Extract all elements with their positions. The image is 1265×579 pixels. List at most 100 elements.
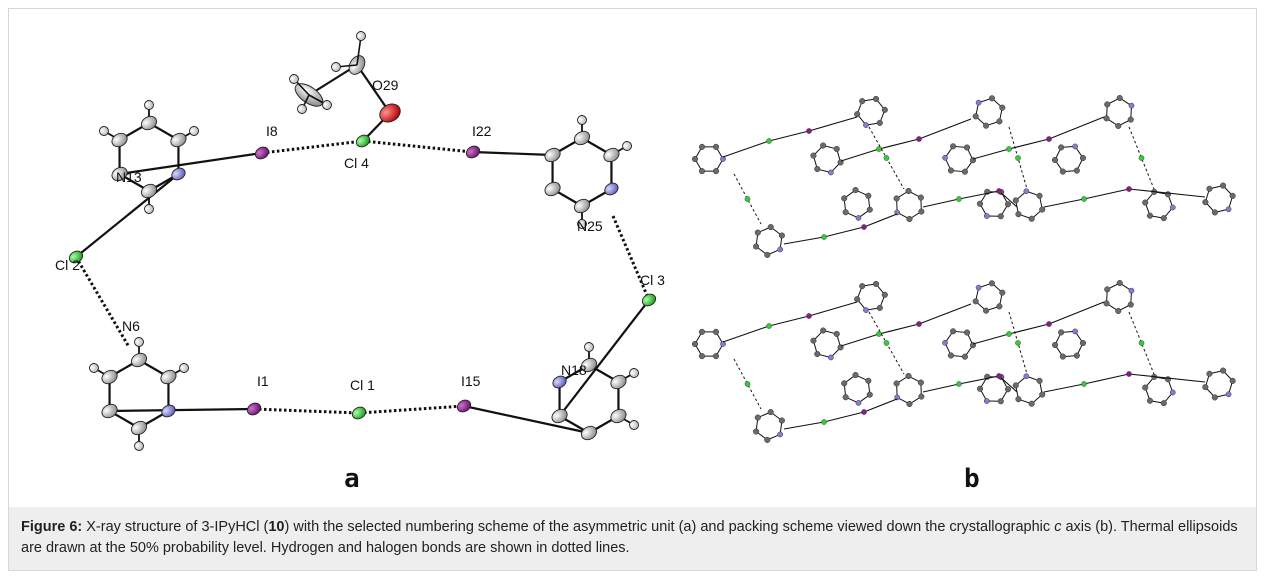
atom-cl (821, 419, 827, 425)
bond (1043, 198, 1085, 208)
atom-c (1104, 286, 1111, 293)
atom-c (854, 296, 861, 303)
dotted-bond (261, 139, 364, 155)
atom-c (906, 400, 913, 408)
atom-i (1046, 321, 1052, 327)
atom-c (833, 145, 840, 152)
atom-i (254, 146, 270, 160)
atom-c (1160, 215, 1167, 222)
bond (1043, 383, 1085, 393)
atom-c (1116, 94, 1123, 102)
atom-h (577, 219, 587, 229)
atom-i (916, 136, 922, 142)
atom-n (863, 122, 869, 128)
atom-c (950, 143, 957, 150)
bond (823, 226, 865, 238)
atom-c (1142, 199, 1149, 206)
atom-h (356, 31, 366, 41)
atom-h (629, 368, 639, 378)
atom-c (698, 328, 706, 335)
atom-c (1051, 156, 1059, 164)
bond (1083, 373, 1130, 385)
atom-cl (1015, 340, 1021, 346)
atom-c (544, 147, 561, 163)
atom-c (1220, 367, 1227, 374)
atom-i (916, 321, 922, 327)
dotted-bond (611, 215, 651, 301)
atom-n (1225, 206, 1232, 213)
atom-h (144, 100, 154, 110)
atom-c (767, 409, 774, 416)
atom-c (917, 379, 924, 386)
atom-c (610, 374, 627, 390)
atom-h (99, 126, 109, 136)
atom-c (997, 213, 1004, 220)
atom-c (1028, 215, 1035, 222)
dotted-bond (1128, 311, 1155, 375)
atom-c (1103, 115, 1110, 122)
label-N13: N13 (116, 169, 142, 185)
atom-c (917, 194, 924, 201)
bond (109, 407, 255, 413)
atom-c (1058, 144, 1065, 151)
bond (958, 190, 1000, 200)
atom-cl (351, 406, 367, 420)
bond (958, 375, 1000, 385)
atom-c (906, 215, 913, 223)
bond (1128, 188, 1206, 198)
atom-c (753, 428, 760, 435)
atom-c (972, 113, 979, 120)
bond (1083, 188, 1130, 200)
dotted-bond (362, 139, 474, 154)
atom-c (988, 95, 995, 102)
atom-c (810, 337, 817, 344)
atom-c (1116, 279, 1123, 287)
atom-c (1206, 370, 1213, 377)
atom-n (1023, 188, 1030, 195)
atom-c (1127, 116, 1134, 123)
atom-c (983, 307, 990, 314)
bond (878, 323, 920, 335)
bond (1128, 373, 1206, 383)
atom-n (975, 284, 982, 291)
atom-c (1073, 167, 1080, 174)
atom-c (976, 200, 984, 207)
atom-c (905, 372, 912, 380)
atom-c (841, 195, 848, 202)
bond (1008, 323, 1050, 335)
atom-i (996, 373, 1002, 379)
atom-c (872, 95, 880, 102)
atom-n (1072, 328, 1078, 335)
atom-c (101, 403, 118, 419)
atom-c (111, 132, 128, 148)
atom-c (1146, 212, 1154, 219)
atom-c (1015, 396, 1022, 403)
atom-c (976, 385, 984, 392)
bond (75, 173, 180, 258)
atom-c (1036, 192, 1043, 199)
atom-c (573, 198, 591, 214)
atom-c (820, 327, 827, 334)
figure-image: I8 Cl 4 O29 I22 N13 Cl 2 N25 Cl 3 N6 N18… (9, 9, 1256, 507)
bond (558, 299, 650, 417)
atom-c (1229, 192, 1236, 199)
atom-n (855, 215, 862, 221)
atom-cl (1006, 331, 1012, 337)
bond (840, 148, 880, 162)
atom-i (996, 188, 1002, 194)
atom-c (160, 369, 177, 385)
atom-n (855, 400, 862, 406)
atom-cl (641, 293, 657, 307)
bond (808, 116, 858, 132)
atom-n (1023, 373, 1030, 380)
atom-c (1211, 209, 1218, 216)
atom-c (814, 351, 821, 358)
atom-labels-layer: I8 Cl 4 O29 I22 N13 Cl 2 N25 Cl 3 N6 N18… (55, 77, 665, 393)
atom-cl (766, 138, 772, 144)
bond (1008, 138, 1050, 150)
atom-c (764, 251, 771, 258)
atom-c (961, 353, 968, 360)
atom-n (894, 394, 900, 401)
atom-h (297, 104, 307, 114)
atom-i (806, 128, 812, 134)
